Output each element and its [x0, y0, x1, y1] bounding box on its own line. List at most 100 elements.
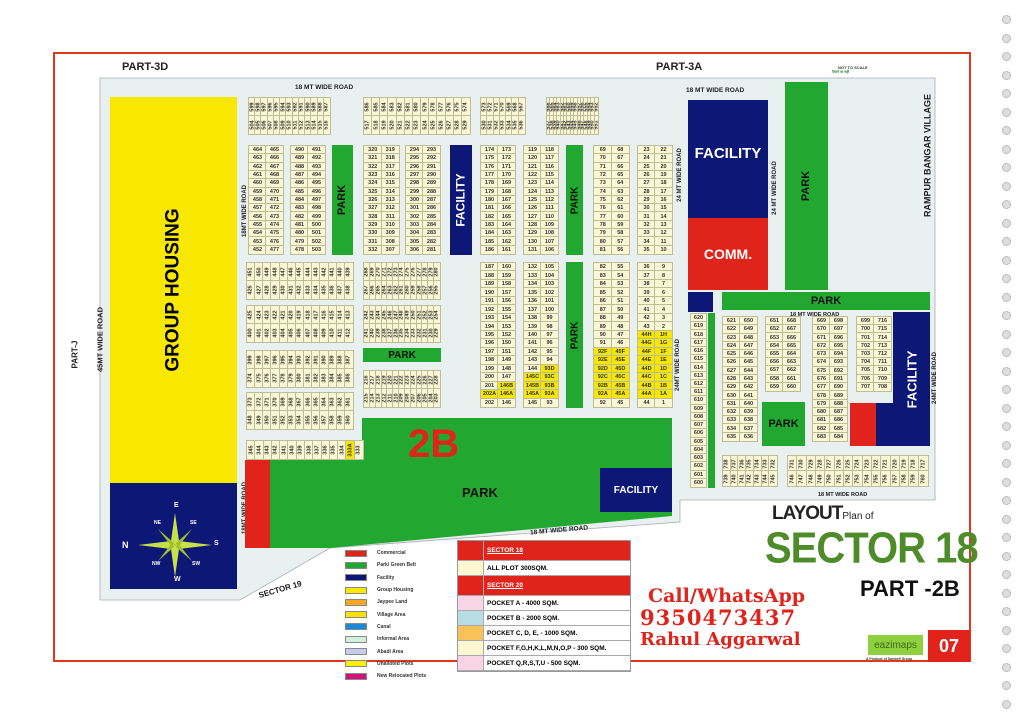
- plot-80[interactable]: 80: [593, 236, 613, 247]
- plot-53[interactable]: 53: [610, 278, 630, 290]
- plot-146A[interactable]: 146A: [497, 388, 516, 400]
- plot-519[interactable]: 519: [379, 115, 390, 135]
- plot-553[interactable]: 553: [590, 97, 596, 117]
- plot-112[interactable]: 112: [540, 194, 559, 206]
- plot-30[interactable]: 30: [637, 203, 656, 214]
- plot-105[interactable]: 105: [540, 261, 559, 273]
- plot-330[interactable]: 330: [363, 228, 383, 239]
- plot-252[interactable]: 252: [421, 305, 430, 325]
- plot-480[interactable]: 480: [290, 228, 309, 239]
- plot-157[interactable]: 157: [497, 287, 516, 298]
- plot-286[interactable]: 286: [422, 203, 441, 214]
- plot-104[interactable]: 104: [540, 270, 559, 281]
- plot-365[interactable]: 365: [311, 392, 322, 412]
- plot-107[interactable]: 107: [540, 236, 559, 247]
- plot-322[interactable]: 322: [363, 161, 383, 172]
- plot-149[interactable]: 149: [497, 355, 516, 366]
- plot-272[interactable]: 272: [386, 262, 395, 282]
- plot-756[interactable]: 756: [880, 470, 892, 487]
- plot-488[interactable]: 488: [290, 161, 309, 172]
- plot-264[interactable]: 264: [380, 280, 389, 300]
- plot-381[interactable]: 381: [303, 368, 314, 388]
- plot-669[interactable]: 669: [812, 315, 831, 327]
- plot-27[interactable]: 27: [637, 178, 656, 189]
- plot-225[interactable]: 225: [415, 370, 424, 390]
- plot-401[interactable]: 401: [254, 323, 265, 343]
- plot-317[interactable]: 317: [380, 161, 400, 172]
- plot-620[interactable]: 620: [690, 312, 707, 324]
- plot-132[interactable]: 132: [523, 261, 542, 273]
- plot-134[interactable]: 134: [523, 278, 542, 290]
- plot-505[interactable]: 505: [254, 115, 263, 135]
- plot-471[interactable]: 471: [265, 194, 284, 206]
- plot-67[interactable]: 67: [610, 153, 630, 164]
- plot-665[interactable]: 665: [782, 340, 801, 351]
- plot-202A[interactable]: 202A: [480, 388, 499, 400]
- plot-451[interactable]: 451: [245, 262, 257, 282]
- plot-695[interactable]: 695: [829, 340, 848, 352]
- plot-259[interactable]: 259: [409, 280, 418, 300]
- plot-268[interactable]: 268: [363, 262, 371, 282]
- plot-156[interactable]: 156: [497, 295, 516, 307]
- plot-44C[interactable]: 44C: [637, 372, 656, 383]
- plot-92B[interactable]: 92B: [593, 380, 613, 392]
- plot-89[interactable]: 89: [593, 321, 613, 332]
- plot-510[interactable]: 510: [285, 115, 294, 135]
- plot-745[interactable]: 745: [768, 470, 778, 487]
- plot-48[interactable]: 48: [610, 321, 630, 332]
- plot-37[interactable]: 37: [637, 270, 656, 281]
- plot-309[interactable]: 309: [380, 228, 400, 239]
- plot-265[interactable]: 265: [374, 280, 383, 300]
- plot-277[interactable]: 277: [415, 262, 424, 282]
- plot-269[interactable]: 269: [368, 262, 377, 282]
- plot-447[interactable]: 447: [278, 262, 289, 282]
- plot-701[interactable]: 701: [856, 332, 875, 343]
- plot-576[interactable]: 576: [444, 97, 455, 117]
- plot-740[interactable]: 740: [729, 470, 740, 487]
- plot-310[interactable]: 310: [380, 219, 400, 231]
- plot-478[interactable]: 478: [290, 244, 309, 256]
- plot-389[interactable]: 389: [327, 350, 338, 370]
- plot-459[interactable]: 459: [248, 186, 267, 197]
- plot-160[interactable]: 160: [497, 261, 516, 273]
- plot-380[interactable]: 380: [294, 368, 306, 388]
- plot-709[interactable]: 709: [873, 373, 892, 384]
- plot-333A[interactable]: 333A: [345, 440, 356, 460]
- plot-704[interactable]: 704: [856, 357, 875, 368]
- plot-442[interactable]: 442: [319, 262, 330, 282]
- plot-595[interactable]: 595: [272, 97, 282, 117]
- plot-307[interactable]: 307: [380, 244, 400, 256]
- plot-422[interactable]: 422: [270, 305, 281, 325]
- plot-111[interactable]: 111: [540, 203, 559, 214]
- plot-235[interactable]: 235: [398, 323, 406, 343]
- plot-743[interactable]: 743: [752, 470, 763, 487]
- plot-139[interactable]: 139: [523, 321, 542, 332]
- plot-694[interactable]: 694: [829, 349, 848, 360]
- plot-546[interactable]: 546: [576, 115, 583, 135]
- plot-194[interactable]: 194: [480, 321, 499, 332]
- plot-680[interactable]: 680: [812, 406, 831, 418]
- plot-580[interactable]: 580: [411, 97, 423, 117]
- plot-142[interactable]: 142: [523, 346, 542, 358]
- plot-624[interactable]: 624: [722, 340, 741, 352]
- plot-726[interactable]: 726: [833, 455, 846, 472]
- plot-66[interactable]: 66: [610, 161, 630, 172]
- plot-660[interactable]: 660: [782, 381, 801, 393]
- plot-732[interactable]: 732: [768, 455, 778, 472]
- plot-23[interactable]: 23: [637, 144, 656, 156]
- plot-552[interactable]: 552: [593, 97, 600, 117]
- plot-421[interactable]: 421: [278, 305, 289, 325]
- plot-193[interactable]: 193: [480, 312, 499, 324]
- plot-44E[interactable]: 44E: [637, 355, 656, 366]
- plot-596[interactable]: 596: [266, 97, 275, 117]
- plot-209[interactable]: 209: [398, 388, 406, 408]
- plot-1C[interactable]: 1C: [654, 372, 673, 383]
- plot-308[interactable]: 308: [380, 236, 400, 247]
- plot-236[interactable]: 236: [392, 323, 401, 343]
- plot-263[interactable]: 263: [386, 280, 395, 300]
- plot-532[interactable]: 532: [492, 115, 501, 135]
- plot-462[interactable]: 462: [248, 161, 267, 172]
- plot-17[interactable]: 17: [654, 186, 673, 197]
- plot-627[interactable]: 627: [722, 365, 741, 376]
- plot-51[interactable]: 51: [610, 295, 630, 307]
